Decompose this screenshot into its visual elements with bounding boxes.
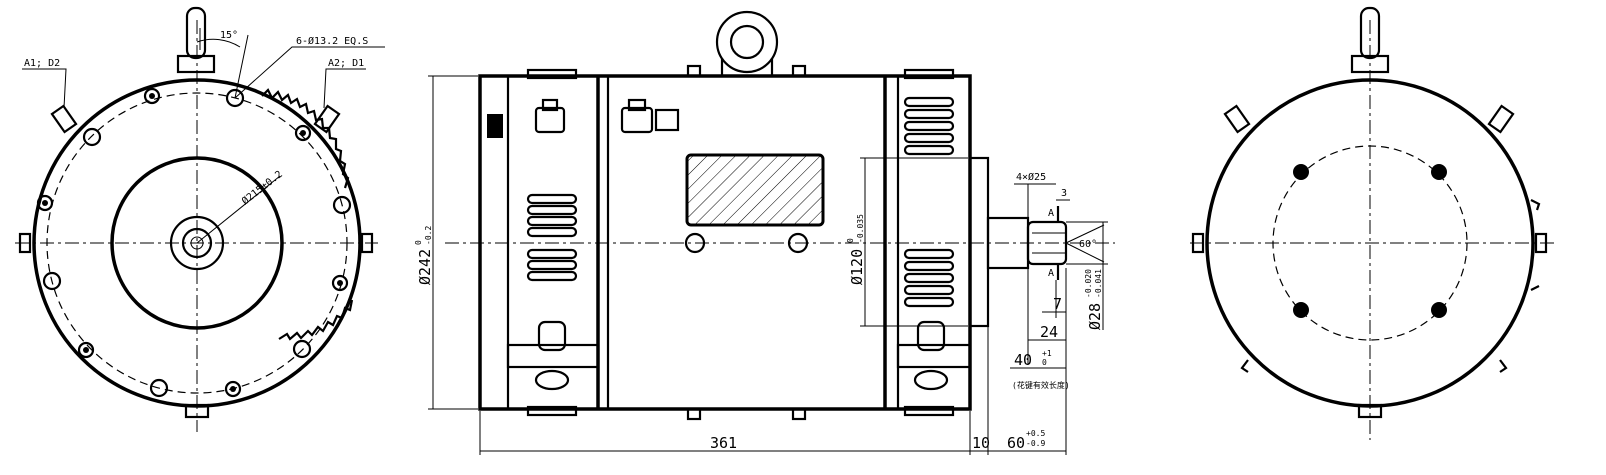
label-plate-small <box>487 114 503 138</box>
right-side-lug <box>360 232 374 254</box>
right-view-pitch-circle <box>1272 145 1468 341</box>
left-view-bolts <box>36 87 349 398</box>
right-view-left-lug <box>1191 232 1205 254</box>
right-view-bolt-3 <box>1293 302 1309 318</box>
shaft-tol-lower: -0.041 <box>1094 269 1103 298</box>
right-view-terminal-left <box>1223 104 1251 134</box>
angle-60-label: 60° <box>1079 239 1097 250</box>
top-band-right <box>903 68 955 80</box>
left-view-fins <box>261 88 354 341</box>
right-view-right-lug <box>1534 232 1548 254</box>
angle-side-line <box>234 34 249 99</box>
holes-leader <box>234 46 385 99</box>
overall-diameter-label: Ø242 <box>416 249 434 285</box>
right-view-cable-gland <box>1350 6 1390 74</box>
bottom-bolt-2 <box>791 407 807 421</box>
dim-40-tol-upper: +1 <box>1042 349 1052 358</box>
section-mark-top: A <box>1048 208 1054 219</box>
angle-60-leader-2 <box>1065 242 1105 263</box>
left-end-view: A1; D2 A2; D1 15° 6-Ø13.2 EQ.S Ø215±0.2 <box>15 6 385 432</box>
left-view-pitch-circle <box>46 92 348 394</box>
left-view-spigot-circle <box>110 156 284 330</box>
bottom-band-right <box>903 405 955 417</box>
nameplate <box>685 153 825 227</box>
right-view-clips <box>1240 199 1541 373</box>
vent-slots-right <box>903 96 955 308</box>
mounting-hole-3 <box>42 271 62 291</box>
terminal-nut-1 <box>534 98 566 134</box>
right-view-bolt-4 <box>1431 302 1447 318</box>
side-view: Ø242 0 -0.2 Ø120 0 -0.035 4×Ø25 3 A A 60… <box>414 10 1115 455</box>
length-label: 361 <box>710 434 737 452</box>
terminal-right-leader <box>323 68 366 109</box>
right-view-bolt-1 <box>1293 164 1309 180</box>
angle-label: 15° <box>220 30 238 41</box>
dim-24-label: 24 <box>1040 323 1058 341</box>
dim-60-label: 60 <box>1007 434 1025 452</box>
dim-7-label: 7 <box>1053 295 1062 313</box>
right-view-bolt-2 <box>1431 164 1447 180</box>
spline-length-note: (花键有效长度) <box>1012 380 1070 390</box>
bottom-bolt-1 <box>686 407 702 421</box>
left-view-spline-shaft <box>181 227 213 259</box>
mounting-hole-4 <box>149 378 169 398</box>
dim-40-label: 40 <box>1014 351 1032 369</box>
dim-40-tol-lower: 0 <box>1042 358 1047 367</box>
overall-diameter-tol-lower: -0.2 <box>424 226 433 245</box>
left-view-shaft-core <box>190 236 204 250</box>
terminal-right <box>313 104 341 134</box>
overall-diameter-tol-upper: 0 <box>414 240 423 245</box>
dim-60-tol-lower: -0.9 <box>1026 439 1045 448</box>
dim-60-tol-upper: +0.5 <box>1026 429 1045 438</box>
lifting-eye <box>715 10 779 76</box>
section-mark-bottom: A <box>1048 268 1054 279</box>
left-view-cable-gland <box>176 6 216 74</box>
left-view-mounting-holes <box>42 88 352 398</box>
holes-label: 6-Ø13.2 EQ.S <box>296 35 368 47</box>
brush-latch-left <box>506 320 600 391</box>
right-end-view <box>1190 6 1555 440</box>
shaft-diameter-label: Ø28 <box>1086 303 1104 330</box>
mounting-hole-1 <box>225 88 245 108</box>
right-view-terminal-right <box>1487 104 1515 134</box>
mounting-hole-5 <box>292 339 312 359</box>
shaft-diameter-dim: Ø28 -0.020 -0.041 <box>1084 269 1104 330</box>
terminal-left-leader <box>22 68 67 109</box>
left-view-shaft-boss <box>169 215 225 271</box>
mounting-hole-6 <box>332 195 352 215</box>
dim-3-label: 3 <box>1061 188 1067 199</box>
spigot-diameter-dim: Ø120 0 -0.035 <box>846 214 866 285</box>
terminal-right-label: A2; D1 <box>328 58 364 69</box>
brush-latch-right <box>896 320 972 391</box>
right-view-bottom-lug <box>1357 403 1383 419</box>
key-label: 4×Ø25 <box>1016 171 1046 183</box>
top-bolt-2 <box>791 64 807 78</box>
body-hole-1 <box>684 232 706 254</box>
dim-10-label: 10 <box>972 434 990 452</box>
overall-diameter-dim: Ø242 0 -0.2 <box>414 226 434 285</box>
angle-60-leader-1 <box>1065 224 1105 244</box>
top-bolt-1 <box>686 64 702 78</box>
vent-slots-left <box>526 193 578 282</box>
bottom-band-left <box>526 405 578 417</box>
spigot <box>968 156 990 328</box>
left-side-lug <box>18 232 32 254</box>
bottom-lug <box>184 403 210 419</box>
spigot-diameter-label: Ø120 <box>848 249 866 285</box>
terminal-left-label: A1; D2 <box>24 58 60 69</box>
mounting-hole-2 <box>82 127 102 147</box>
body-hole-2 <box>787 232 809 254</box>
spigot-diameter-tol-lower: -0.035 <box>856 214 865 243</box>
top-band-left <box>526 68 578 80</box>
pitch-radius-line <box>196 175 281 244</box>
angle-arc <box>196 38 241 48</box>
shaft-tol-upper: -0.020 <box>1084 269 1093 298</box>
terminal-nut-2 <box>620 98 680 134</box>
terminal-left <box>50 104 78 134</box>
spigot-diameter-tol-upper: 0 <box>846 238 855 243</box>
